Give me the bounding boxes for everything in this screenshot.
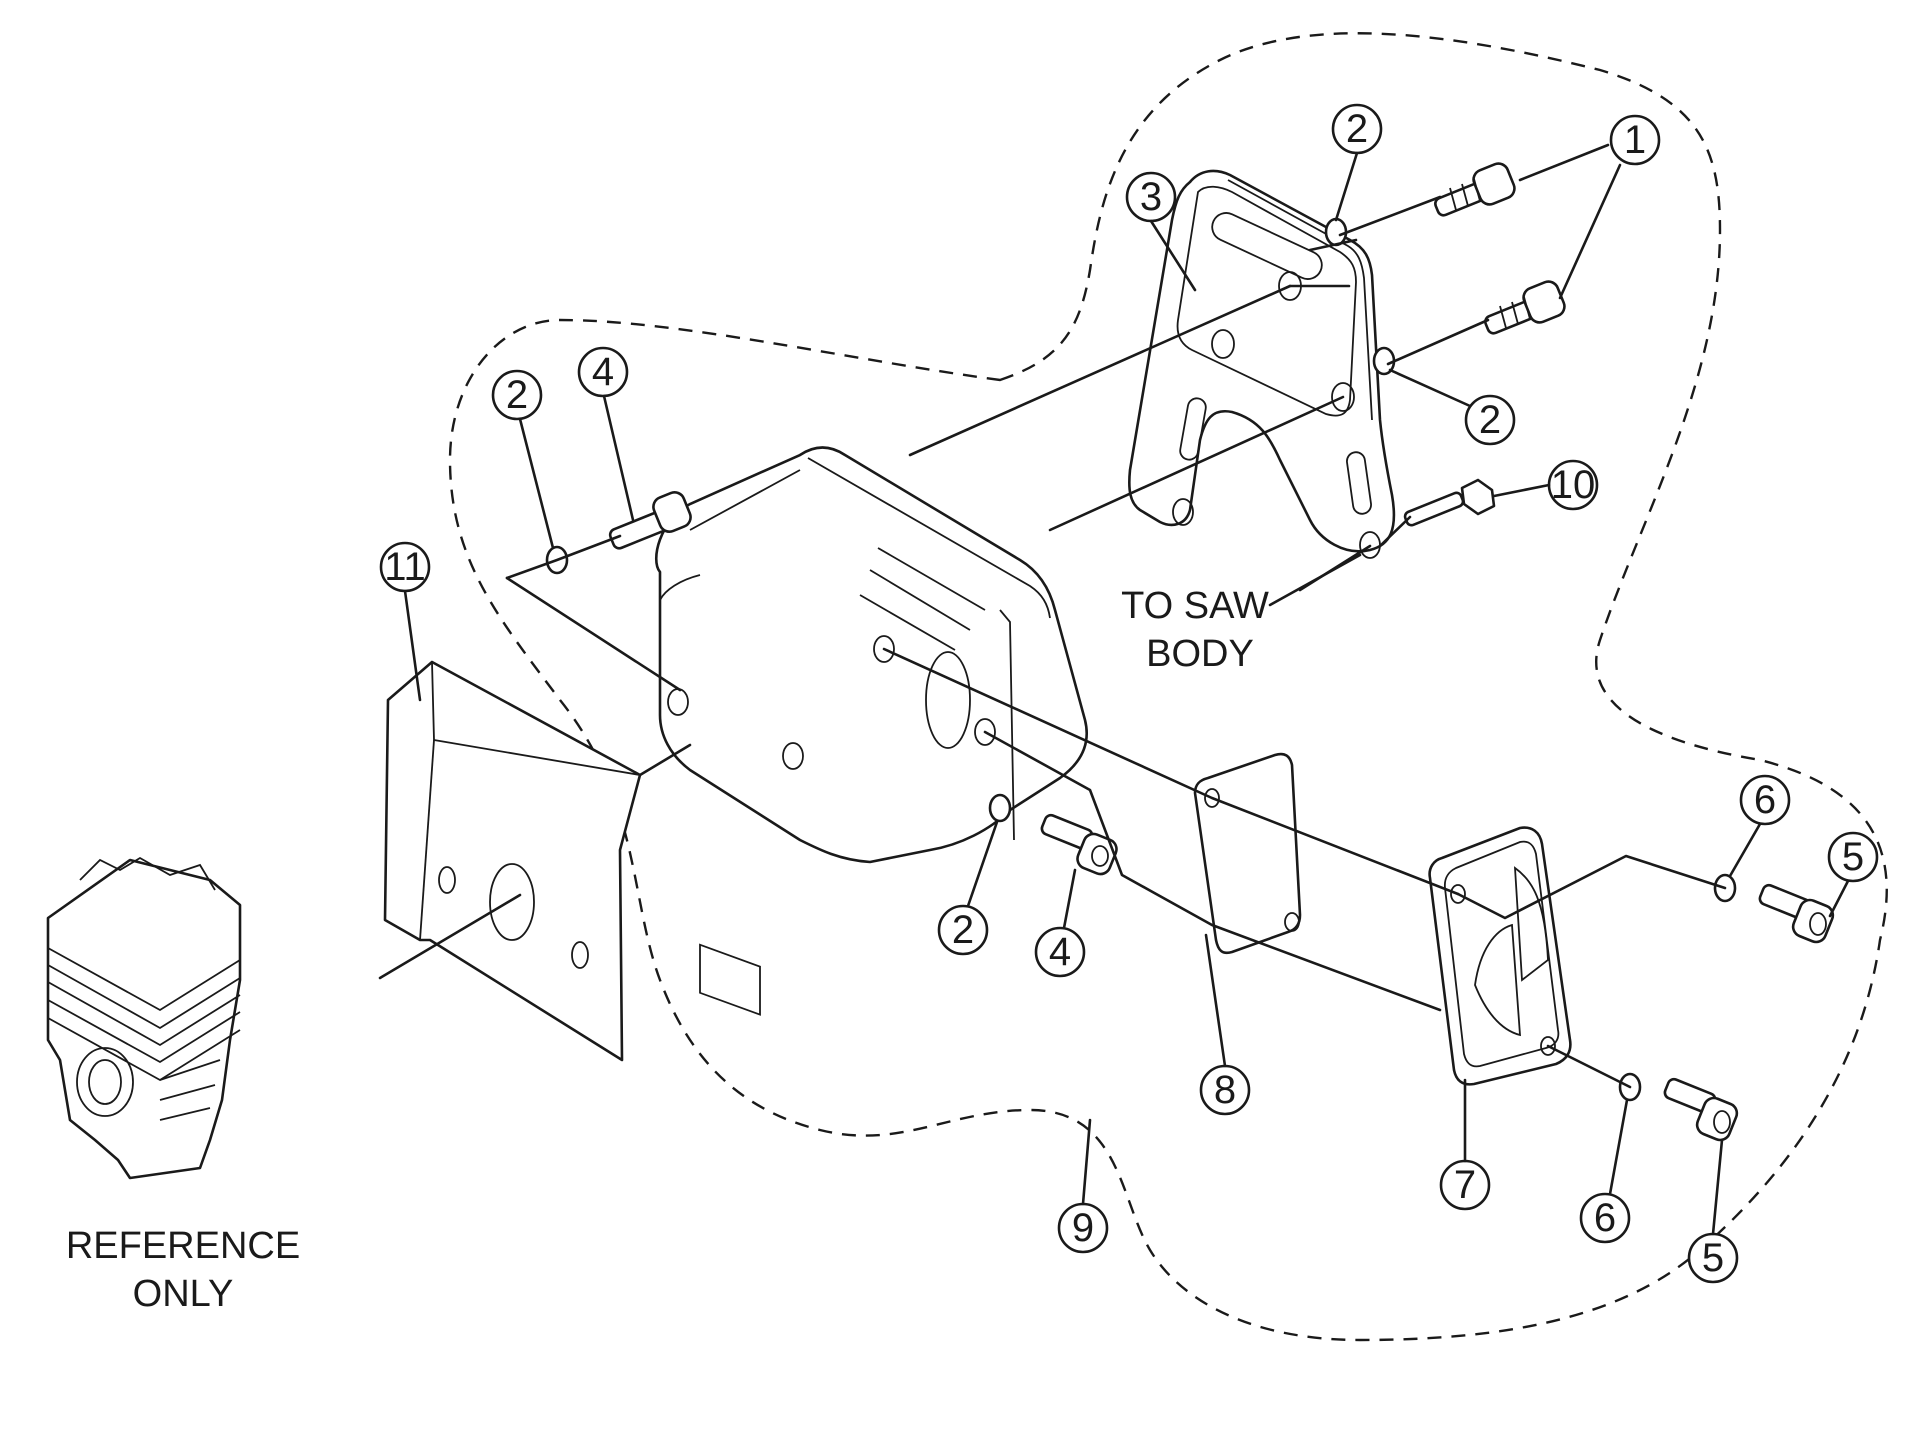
- callout-6-lower: 6: [1579, 1192, 1631, 1244]
- callout-6-upper: 6: [1739, 774, 1791, 826]
- callout-4-upper: 4: [577, 346, 629, 398]
- callout-number: 5: [1702, 1236, 1724, 1280]
- callout-5-lower: 5: [1687, 1232, 1739, 1284]
- muffler-body: [655, 446, 1089, 1016]
- callout-2-right: 2: [1464, 394, 1516, 446]
- part-2-washer-upper: [1324, 217, 1348, 247]
- reference-only-label-line1: REFERENCE: [66, 1225, 300, 1267]
- callout-2-bottom: 2: [937, 904, 989, 956]
- callout-number: 3: [1140, 175, 1162, 219]
- callout-number: 9: [1072, 1206, 1094, 1250]
- part-11-heat-shield: [383, 660, 642, 1062]
- callout-number: 2: [952, 908, 974, 952]
- part-1-bolt-upper: [1434, 162, 1516, 217]
- callout-number: 2: [506, 373, 528, 417]
- callout-number: 5: [1842, 835, 1864, 879]
- callout-number: 4: [1049, 930, 1071, 974]
- callout-number: 6: [1754, 778, 1776, 822]
- assembly-boundary-dashed: [448, 32, 1888, 1342]
- callout-10: 10: [1547, 459, 1599, 511]
- callout-number: 2: [1479, 398, 1501, 442]
- callout-number: 4: [592, 350, 614, 394]
- callout-number: 7: [1454, 1163, 1476, 1207]
- reference-only-label-line2: ONLY: [133, 1273, 234, 1315]
- part-8-gasket: [1193, 752, 1302, 955]
- callout-11: 11: [379, 541, 431, 593]
- callout-4-lower: 4: [1034, 926, 1086, 978]
- part-5-bolt-lower: [1663, 1077, 1739, 1142]
- callout-number: 2: [1346, 107, 1368, 151]
- part-3-bracket: [1128, 169, 1396, 559]
- part-5-bolt-upper: [1758, 883, 1835, 944]
- callout-number: 6: [1594, 1196, 1616, 1240]
- callout-3: 3: [1125, 171, 1177, 223]
- callout-number: 1: [1624, 118, 1646, 162]
- callout-9: 9: [1057, 1202, 1109, 1254]
- callout-5-upper: 5: [1827, 831, 1879, 883]
- callout-1-upper: 1: [1609, 114, 1661, 166]
- callout-7: 7: [1439, 1159, 1491, 1211]
- part-4-bolt-lower: [1040, 813, 1118, 876]
- callout-number: 11: [384, 545, 426, 589]
- to-saw-body-label-line2: BODY: [1146, 633, 1254, 675]
- part-7-cover: [1428, 826, 1572, 1086]
- part-10-screw: [1403, 478, 1496, 527]
- callout-8: 8: [1199, 1064, 1251, 1116]
- callout-2-left: 2: [491, 369, 543, 421]
- cylinder-reference-drawing: [46, 856, 242, 1180]
- callout-2-top: 2: [1331, 103, 1383, 155]
- callout-number: 8: [1214, 1068, 1236, 1112]
- to-saw-body-label-line1: TO SAW: [1121, 585, 1269, 627]
- callout-number: 10: [1551, 463, 1596, 507]
- part-1-bolt-lower: [1484, 280, 1566, 335]
- part-4-bolt-upper: [608, 491, 692, 550]
- part-2-washer-lower: [988, 793, 1012, 823]
